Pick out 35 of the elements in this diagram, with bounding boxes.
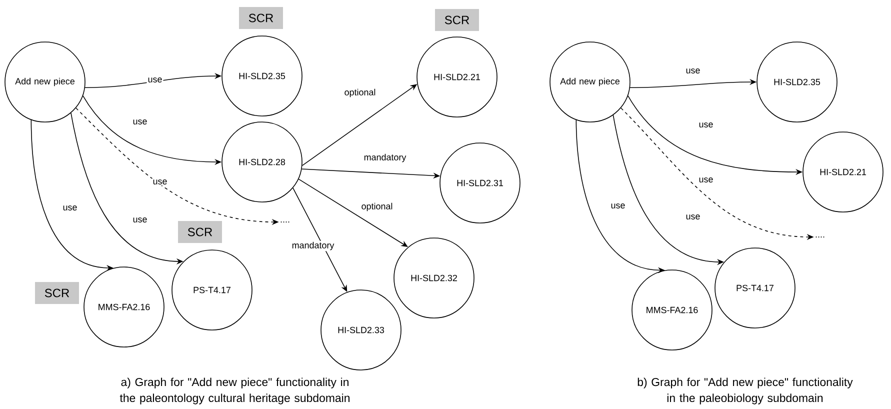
edge-label: use xyxy=(62,204,78,212)
edge-label: use xyxy=(684,214,702,220)
edge-label: use xyxy=(684,68,702,74)
edge-label: use xyxy=(146,76,164,84)
circle-node: PS-T4.17 xyxy=(714,248,796,328)
circle-node: Add new piece xyxy=(550,42,630,122)
circle-node: HI-SLD2.33 xyxy=(320,290,402,370)
edge-label: optional xyxy=(343,88,377,98)
edge-label: use xyxy=(132,118,148,126)
circle-node: HI-SLD2.35 xyxy=(222,36,302,116)
caption: a) Graph for "Add new piece" functionality in the paleontology cultural heritage subdomain xyxy=(120,378,350,404)
scr-tag: SCR xyxy=(178,221,222,243)
circle-node: HI-SLD2.21 xyxy=(416,36,498,118)
edge-label: use xyxy=(132,216,148,224)
circle-node: HI-SLD2.32 xyxy=(394,238,474,318)
edge-label: use xyxy=(610,202,626,210)
circle-node: PS-T4.17 xyxy=(172,250,252,330)
circle-node: HI-SLD2.21 xyxy=(802,132,884,212)
edge-label: mandatory xyxy=(362,152,408,164)
scr-tag: SCR xyxy=(435,9,479,31)
edge-label: use xyxy=(698,176,714,184)
scr-tag: SCR xyxy=(239,7,283,29)
circle-node: MMS-FA2.16 xyxy=(84,266,164,348)
ellipsis-text: .... xyxy=(816,236,824,238)
edge-label: mandatory xyxy=(290,240,336,252)
circle-node: HI-SLD2.31 xyxy=(440,142,520,224)
circle-node: MMS-FA2.16 xyxy=(632,270,712,350)
scr-tag: SCR xyxy=(35,282,79,304)
edge-label: optional xyxy=(360,202,394,212)
circle-node: HI-SLD2.28 xyxy=(222,122,302,202)
edge-label: use xyxy=(152,178,168,186)
circle-node: HI-SLD2.35 xyxy=(756,42,838,122)
caption: b) Graph for "Add new piece" functionality in the paleobiology subdomain xyxy=(638,378,853,404)
edge-label: use xyxy=(698,122,714,128)
circle-node: Add new piece xyxy=(4,42,86,122)
